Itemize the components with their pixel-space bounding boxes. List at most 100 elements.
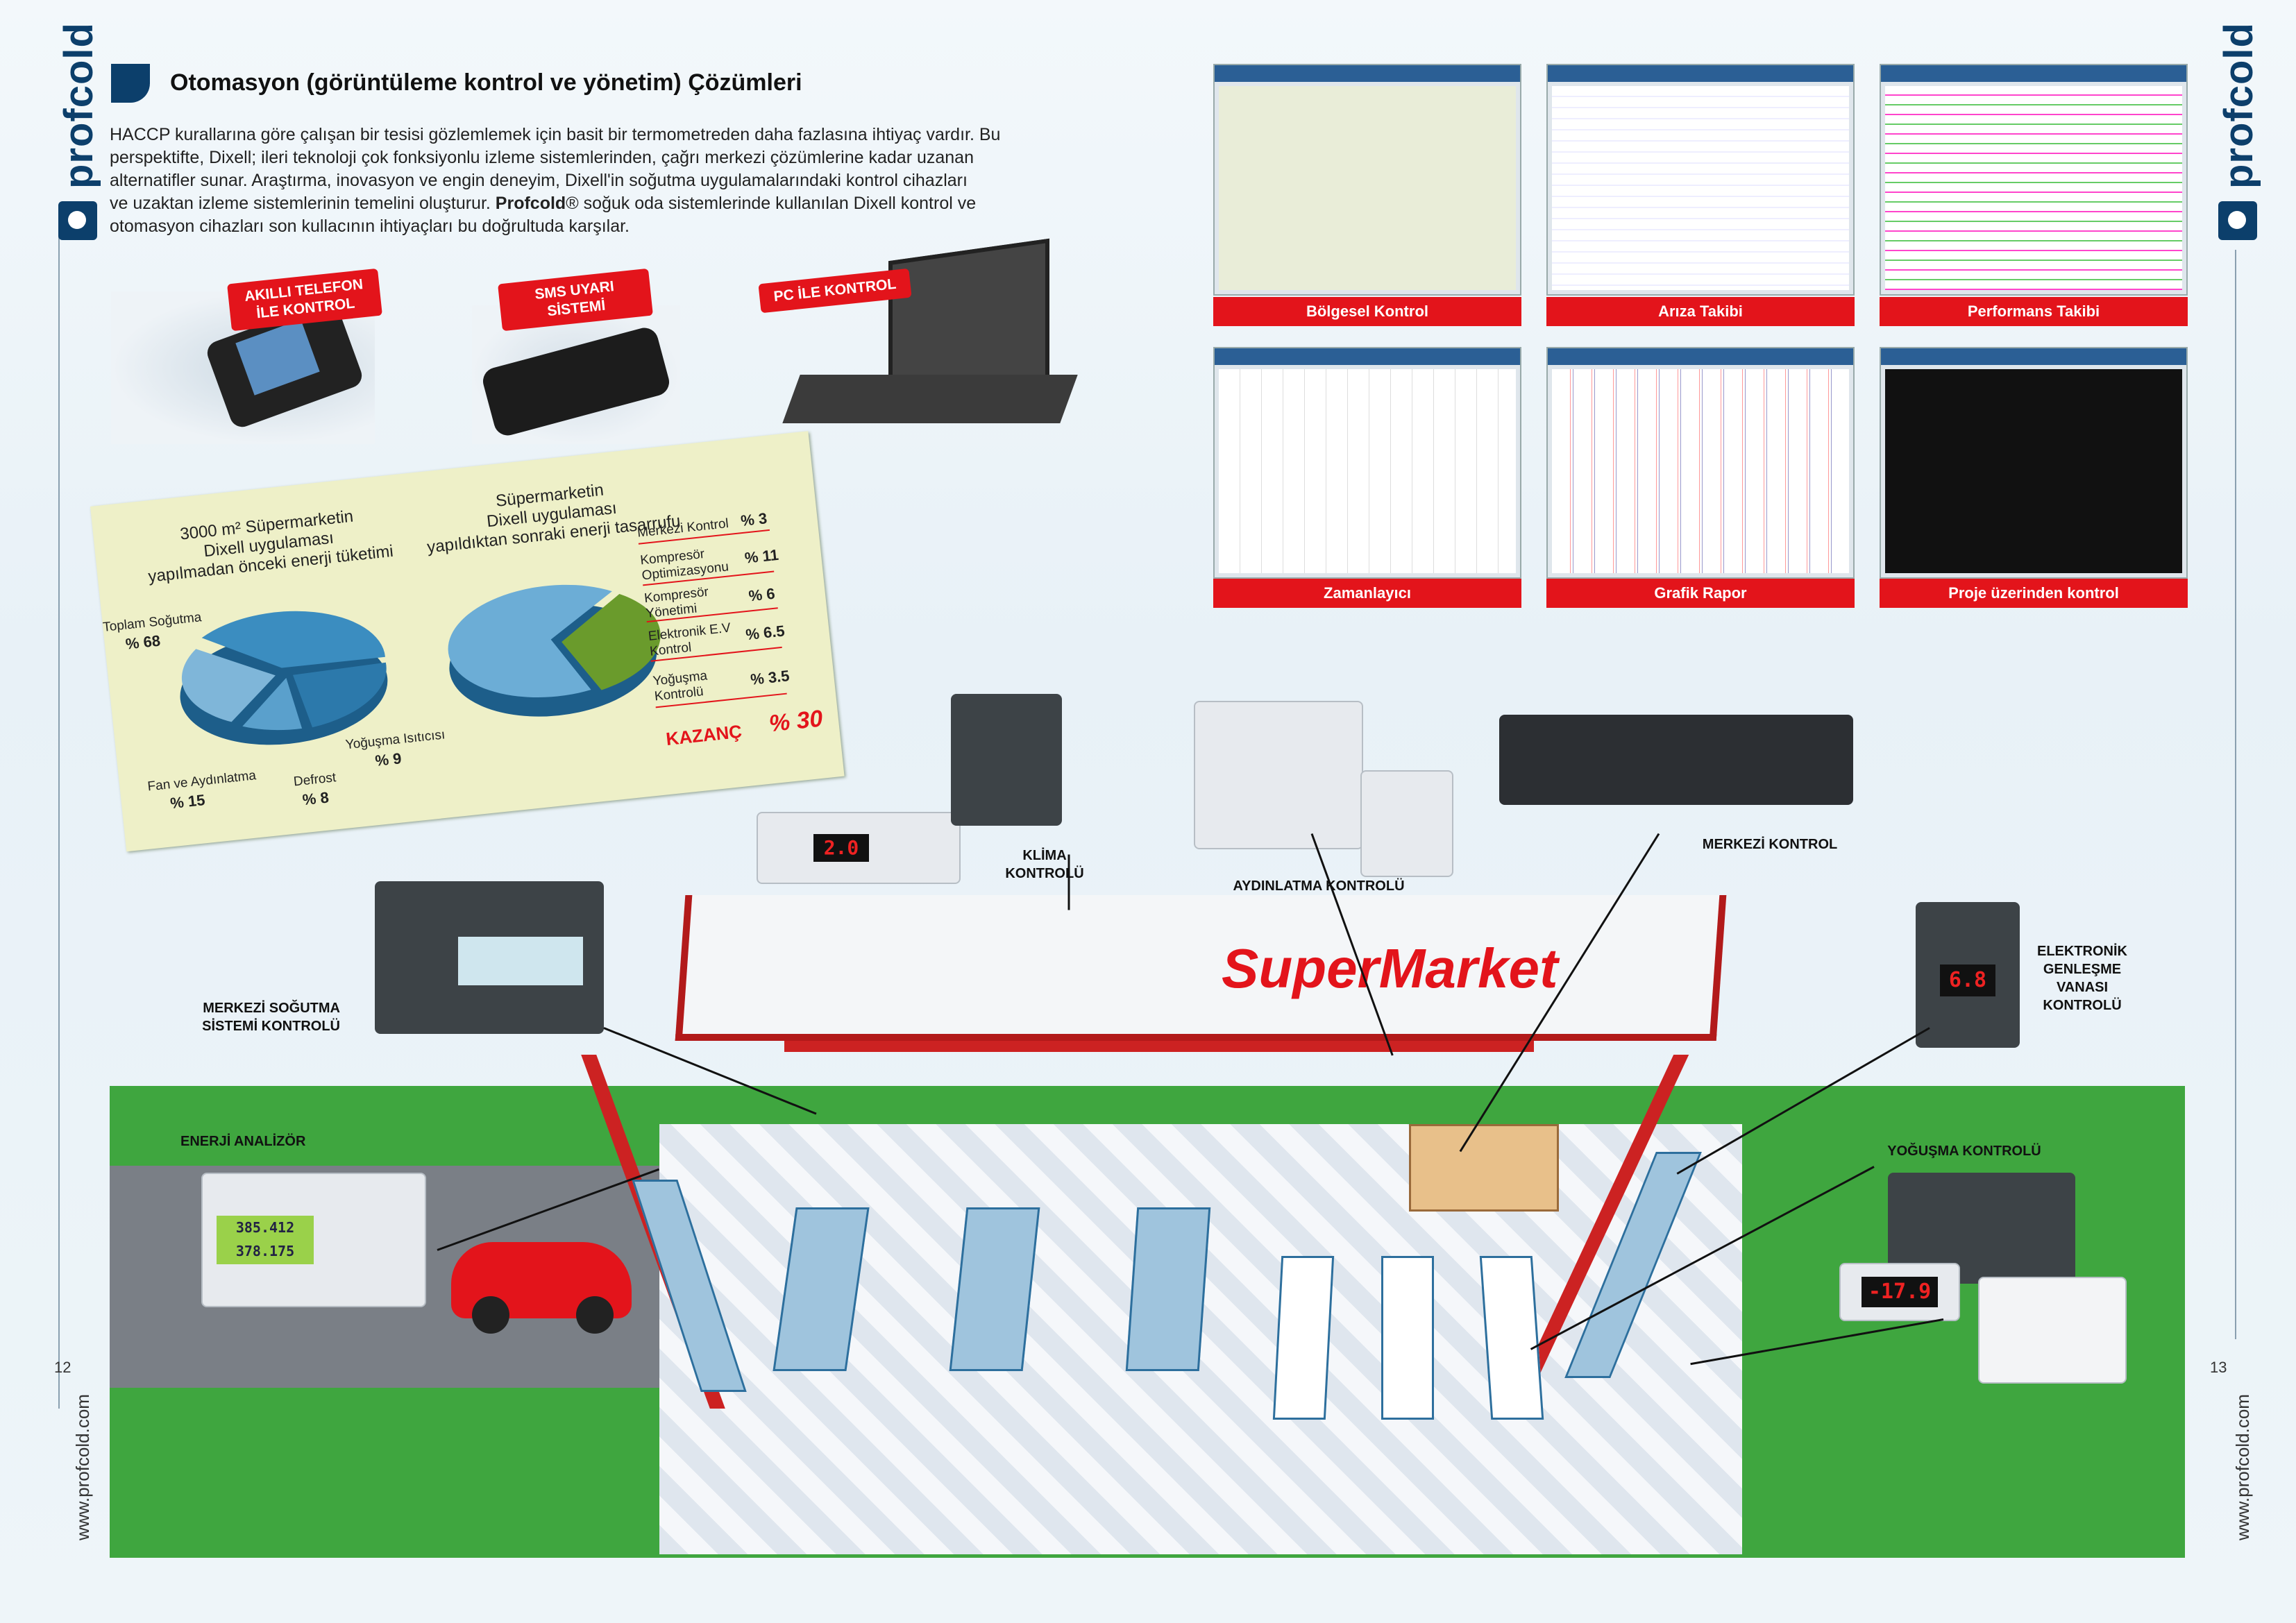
screenshot-performance-tracking[interactable] xyxy=(1880,64,2188,296)
label-ev-control: ELEKTRONİK GENLEŞME VANASI KONTROLÜ xyxy=(2037,944,2127,1013)
meter-value: 385.412 xyxy=(235,1219,295,1236)
savings-value: % 11 xyxy=(743,545,779,567)
screenshot-graph-report[interactable] xyxy=(1546,347,1855,579)
laptop-base xyxy=(782,375,1078,423)
energy-analyzer-device: 385.412 378.175 xyxy=(201,1173,426,1307)
after-title: Süpermarketin Dixell uygulaması yapıldık… xyxy=(418,473,686,558)
meter-value: 378.175 xyxy=(235,1243,295,1259)
website-right[interactable]: www.profcold.com xyxy=(2232,1394,2253,1540)
before-title: 3000 m² Süpermarketin Dixell uygulaması … xyxy=(142,503,396,587)
intro-line: ve uzaktan izleme sistemlerinin temelini… xyxy=(110,194,491,213)
window-titlebar xyxy=(1548,348,1853,365)
website-left[interactable]: www.profcold.com xyxy=(72,1394,93,1540)
map-view xyxy=(1219,86,1516,290)
red-car xyxy=(451,1242,632,1334)
caption-graph-report: Grafik Rapor xyxy=(1546,579,1855,608)
slice-condensing-heater xyxy=(292,662,387,728)
slice-fan-lighting xyxy=(181,649,276,722)
caption-fault-tracking: Arıza Takibi xyxy=(1546,297,1855,326)
caption-scheduler: Zamanlayıcı xyxy=(1213,579,1521,608)
savings-label: Kompresör Optimizasyonu xyxy=(639,546,729,584)
controller-display xyxy=(458,937,583,985)
caption-project-control: Proje üzerinden kontrol xyxy=(1880,579,2188,608)
intro-line: ® soğuk oda sistemlerinde kullanılan Dix… xyxy=(566,194,977,213)
office-room xyxy=(1409,1124,1559,1212)
intro-paragraph: HACCP kurallarına göre çalışan bir tesis… xyxy=(110,124,1074,238)
savings-label: Elektronik E.V Kontrol xyxy=(647,620,732,659)
label-central-control: MERKEZİ KONTROL xyxy=(1702,837,1838,852)
label-central-refrigeration: MERKEZİ SOĞUTMA SİSTEMİ KONTROLÜ xyxy=(202,1001,340,1034)
page-title: Otomasyon (görüntüleme kontrol ve yöneti… xyxy=(170,69,802,96)
window-titlebar xyxy=(1881,65,2186,82)
floorplan-view xyxy=(1885,369,2182,573)
freezer-case xyxy=(1381,1256,1434,1420)
store-roof xyxy=(675,895,1727,1041)
window-titlebar xyxy=(1548,65,1853,82)
slice-savings xyxy=(562,594,661,690)
savings-value: % 6.5 xyxy=(745,622,786,644)
laptop-photo xyxy=(782,236,1083,444)
central-control-unit xyxy=(1499,715,1853,805)
savings-value: % 3.5 xyxy=(749,667,791,688)
screenshot-fault-tracking[interactable] xyxy=(1546,64,1855,296)
table-view xyxy=(1552,86,1849,290)
intro-line: HACCP kurallarına göre çalışan bir tesis… xyxy=(110,125,1001,144)
label-condensing-control: YOĞUŞMA KONTROLÜ xyxy=(1887,1144,2041,1159)
label-klima: KLİMA KONTROLÜ xyxy=(1005,848,1084,881)
table-view xyxy=(1885,86,2182,290)
lighting-controller-module xyxy=(1360,770,1453,877)
page-number-right: 13 xyxy=(2210,1359,2227,1376)
intro-line: perspektifte, Dixell; ileri teknoloji ço… xyxy=(110,148,974,167)
window-titlebar xyxy=(1881,348,2186,365)
slice-total-cooling xyxy=(201,611,385,668)
graph-view xyxy=(1552,369,1849,573)
car-wheel xyxy=(472,1296,509,1334)
intro-line: alternatifler sunar. Araştırma, inovasyo… xyxy=(110,171,968,190)
screenshot-scheduler[interactable] xyxy=(1213,347,1521,579)
energy-comparison-panel: 3000 m² Süpermarketin Dixell uygulaması … xyxy=(90,431,845,852)
lighting-controller xyxy=(1194,701,1363,849)
condensing-display-unit: -17.9 xyxy=(1839,1263,1960,1321)
ev-display: 6.8 xyxy=(1940,965,1995,996)
supermarket-sign: SuperMarket xyxy=(1222,937,1558,999)
caption-regional-control: Bölgesel Kontrol xyxy=(1213,297,1521,326)
meter-display: 385.412 378.175 xyxy=(217,1216,314,1264)
intro-line: otomasyon cihazları son kullacının ihtiy… xyxy=(110,216,630,236)
rail-divider xyxy=(58,250,60,1339)
rail-divider xyxy=(58,1381,60,1409)
screenshot-project-control[interactable] xyxy=(1880,347,2188,579)
label-defrost: Defrost xyxy=(293,770,337,790)
car-wheel xyxy=(576,1296,614,1334)
brand-logo-mark-right xyxy=(2218,201,2257,240)
value-condensing-heater: % 9 xyxy=(374,749,403,770)
value-defrost: % 8 xyxy=(301,788,330,809)
brand-logo-right: profcold xyxy=(2216,22,2261,189)
pie-before xyxy=(180,611,388,745)
rail-divider xyxy=(2235,250,2236,1339)
store-wall-back xyxy=(784,1041,1534,1052)
phone-body xyxy=(480,325,673,439)
slice-base xyxy=(448,584,612,698)
freezer-case xyxy=(1272,1256,1335,1420)
klima-display: 2.0 xyxy=(813,834,869,862)
gain-value: % 30 xyxy=(768,705,825,738)
page-number-left: 12 xyxy=(54,1359,71,1376)
savings-value: % 6 xyxy=(748,584,776,605)
brand-logo: profcold xyxy=(56,22,101,189)
intro-brand: Profcold xyxy=(495,194,566,213)
gain-label: KAZANÇ xyxy=(665,720,743,750)
screenshot-regional-control[interactable] xyxy=(1213,64,1521,296)
display-shelf xyxy=(1125,1207,1211,1371)
electronic-expansion-valve-controller: 6.8 xyxy=(1916,902,2020,1048)
connector-line xyxy=(1067,854,1070,910)
label-lighting: AYDINLATMA KONTROLÜ xyxy=(1233,878,1405,894)
caption-performance-tracking: Performans Takibi xyxy=(1880,297,2188,326)
central-refrigeration-controller xyxy=(375,881,604,1034)
brand-logo-mark xyxy=(58,201,97,240)
savings-value: % 3 xyxy=(739,509,768,530)
schedule-grid xyxy=(1219,369,1516,573)
label-energy-analyzer: ENERJİ ANALİZÖR xyxy=(180,1134,306,1149)
yogusma-display: -17.9 xyxy=(1862,1277,1938,1307)
window-titlebar xyxy=(1215,348,1520,365)
dixell-module xyxy=(951,694,1062,826)
